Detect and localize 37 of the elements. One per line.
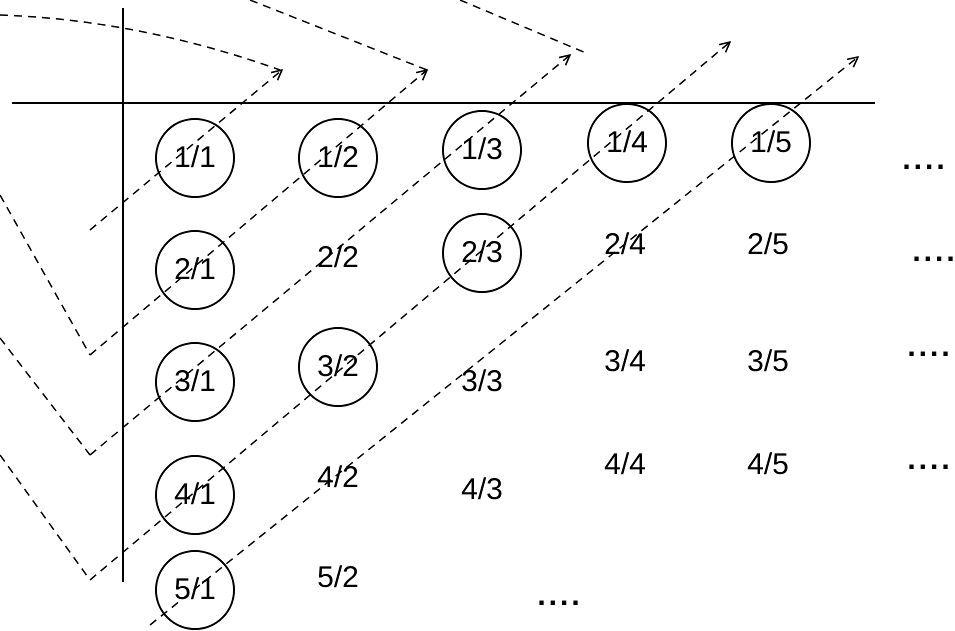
fraction-circle xyxy=(155,455,235,535)
fraction-text: 2/4 xyxy=(604,230,646,260)
fraction-text: 1/4 xyxy=(606,128,648,158)
fraction-text: 4/3 xyxy=(461,475,503,505)
fraction-text: 4/2 xyxy=(317,463,359,493)
fraction-text: 3/4 xyxy=(604,347,646,377)
fraction-text: 3/5 xyxy=(747,347,789,377)
fraction-circle xyxy=(442,110,522,190)
ellipsis: .... xyxy=(902,145,948,175)
fraction-circle xyxy=(155,550,235,630)
fraction-text: 4/4 xyxy=(604,450,646,480)
fraction-circle xyxy=(155,230,235,310)
fraction-text: 3/2 xyxy=(317,352,359,382)
fraction-text: 1/5 xyxy=(750,128,792,158)
fraction-circle xyxy=(155,118,235,198)
fraction-circle xyxy=(298,327,378,407)
fraction-text: 3/1 xyxy=(174,367,216,397)
fraction-circle xyxy=(731,103,811,183)
fraction-text: 2/3 xyxy=(461,238,503,268)
fraction-text: 1/3 xyxy=(461,135,503,165)
fraction-text: 2/1 xyxy=(174,255,216,285)
fraction-circle xyxy=(442,213,522,293)
fraction-text: 5/2 xyxy=(317,563,359,593)
fraction-circle xyxy=(298,118,378,198)
fraction-text: 3/3 xyxy=(461,367,503,397)
ellipsis: .... xyxy=(907,332,953,362)
fraction-text: 4/1 xyxy=(174,480,216,510)
fraction-text: 1/1 xyxy=(174,143,216,173)
ellipsis: .... xyxy=(537,581,583,611)
ellipsis: .... xyxy=(907,445,953,475)
fraction-text: 4/5 xyxy=(747,450,789,480)
fraction-circle xyxy=(155,342,235,422)
fraction-text: 2/2 xyxy=(317,243,359,273)
ellipsis: .... xyxy=(912,237,955,267)
fraction-text: 2/5 xyxy=(747,230,789,260)
fraction-circle xyxy=(587,103,667,183)
fraction-text: 1/2 xyxy=(317,143,359,173)
